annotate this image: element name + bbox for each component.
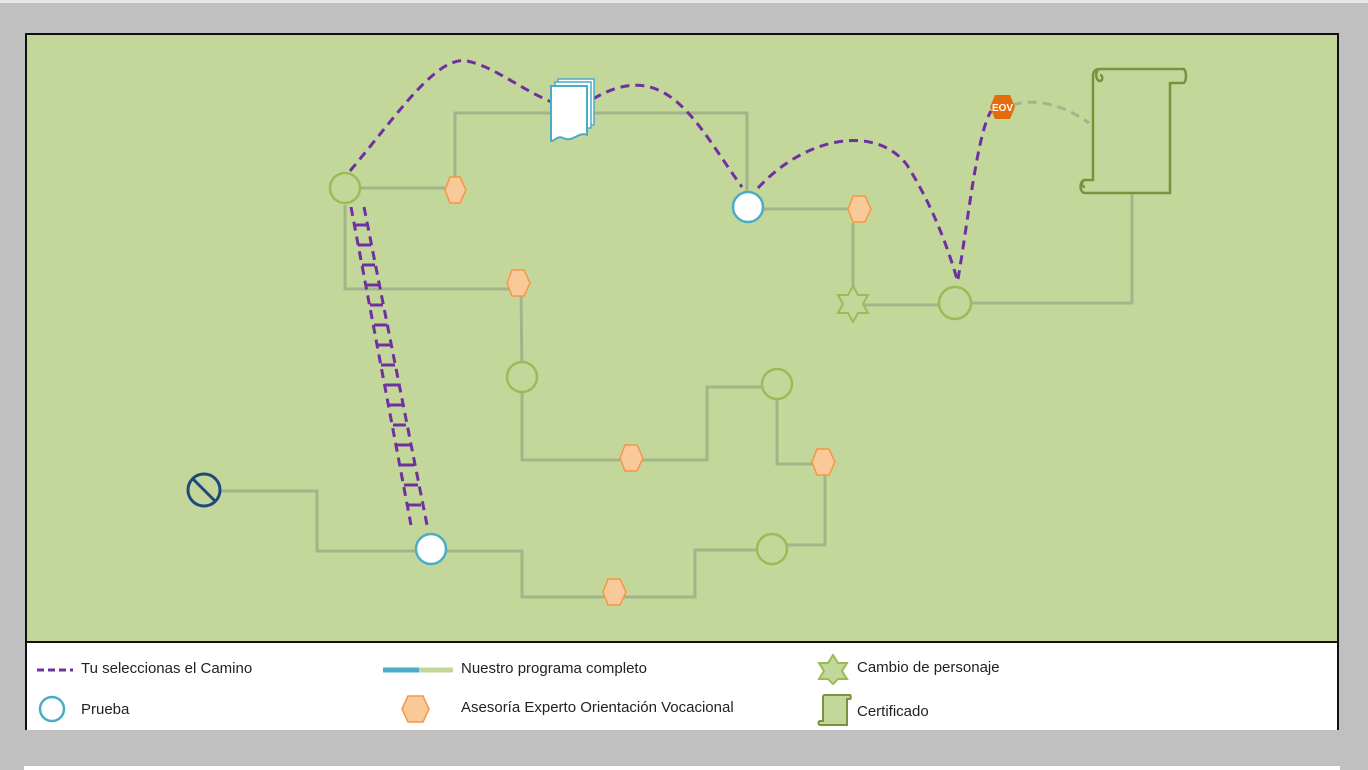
chosen-path-curve [348, 59, 566, 172]
path-line [343, 205, 520, 291]
path-line [432, 548, 772, 599]
bottom-window-bar [24, 766, 1340, 770]
legend-label: Nuestro programa completo [461, 660, 647, 677]
milestone-circle [505, 360, 539, 394]
milestone-circle [755, 532, 789, 566]
character-change-star [836, 283, 870, 325]
advisory-hexagon [811, 448, 836, 476]
path-line [786, 471, 827, 547]
diagram-canvas: EOV [186, 59, 1188, 606]
chosen-path-rail [349, 206, 413, 526]
legend-label: Cambio de personaje [857, 659, 1000, 676]
chosen-path-curve [756, 139, 959, 280]
legend-item-certificate: Certificado [817, 693, 1017, 727]
chosen-path-curve [592, 83, 744, 188]
learning-path-diagram: EOV [27, 35, 1337, 641]
document-stack-icon [550, 78, 595, 143]
chosen-path-lines [348, 59, 993, 526]
test-circle [731, 190, 765, 224]
legend-label: Prueba [81, 701, 130, 718]
certificate-link-dashed [1012, 100, 1090, 125]
path-line [519, 280, 764, 462]
path-line [775, 385, 825, 466]
chosen-path-curve [956, 110, 993, 280]
advisory-hexagon [619, 444, 644, 472]
hexagon-icon [401, 695, 430, 723]
legend-item-character-change: Cambio de personaje [817, 653, 1077, 685]
advisory-hexagons [444, 176, 872, 606]
advisory-hexagon [444, 176, 467, 204]
dashed-line-icon [37, 668, 73, 672]
star-icon [817, 653, 849, 685]
certificate-scroll-icon [1079, 67, 1188, 195]
chosen-path-rail [362, 206, 429, 526]
advisory-hexagon [847, 195, 872, 223]
chosen-path-ladder-rungs [354, 223, 421, 507]
progress-bar-icon [383, 667, 453, 673]
path-line [972, 193, 1134, 305]
advisory-hexagon [602, 578, 627, 606]
circle-icon [38, 695, 66, 723]
milestone-circle [760, 367, 794, 401]
start-prohibited-icon [186, 472, 222, 508]
eov-hexagon: EOV [990, 95, 1015, 119]
path-line [851, 223, 938, 307]
learning-path-frame: EOV Tu seleccionas el Camino Nuestro pro… [25, 33, 1339, 730]
path-line [220, 489, 420, 553]
eov-label: EOV [992, 103, 1013, 114]
test-circles [414, 190, 765, 566]
legend-label: Asesoría Experto Orientación Vocacional [461, 699, 734, 716]
legend: Tu seleccionas el Camino Nuestro program… [27, 641, 1337, 730]
milestone-circle [937, 285, 973, 321]
legend-item-full-program: Nuestro programa completo [381, 656, 681, 682]
milestone-circle [328, 171, 362, 205]
legend-item-chosen-path: Tu seleccionas el Camino [35, 656, 295, 682]
program-path-lines [220, 111, 1134, 599]
legend-label: Tu seleccionas el Camino [81, 660, 253, 677]
legend-item-test: Prueba [37, 693, 237, 725]
milestone-circles [328, 171, 973, 566]
legend-label: Certificado [857, 703, 929, 720]
scroll-icon [817, 694, 852, 726]
legend-item-advisory: Asesoría Experto Orientación Vocacional [399, 693, 779, 725]
advisory-hexagon [506, 269, 531, 297]
top-window-bar [0, 0, 1368, 3]
path-line [453, 111, 749, 205]
test-circle [414, 532, 448, 566]
